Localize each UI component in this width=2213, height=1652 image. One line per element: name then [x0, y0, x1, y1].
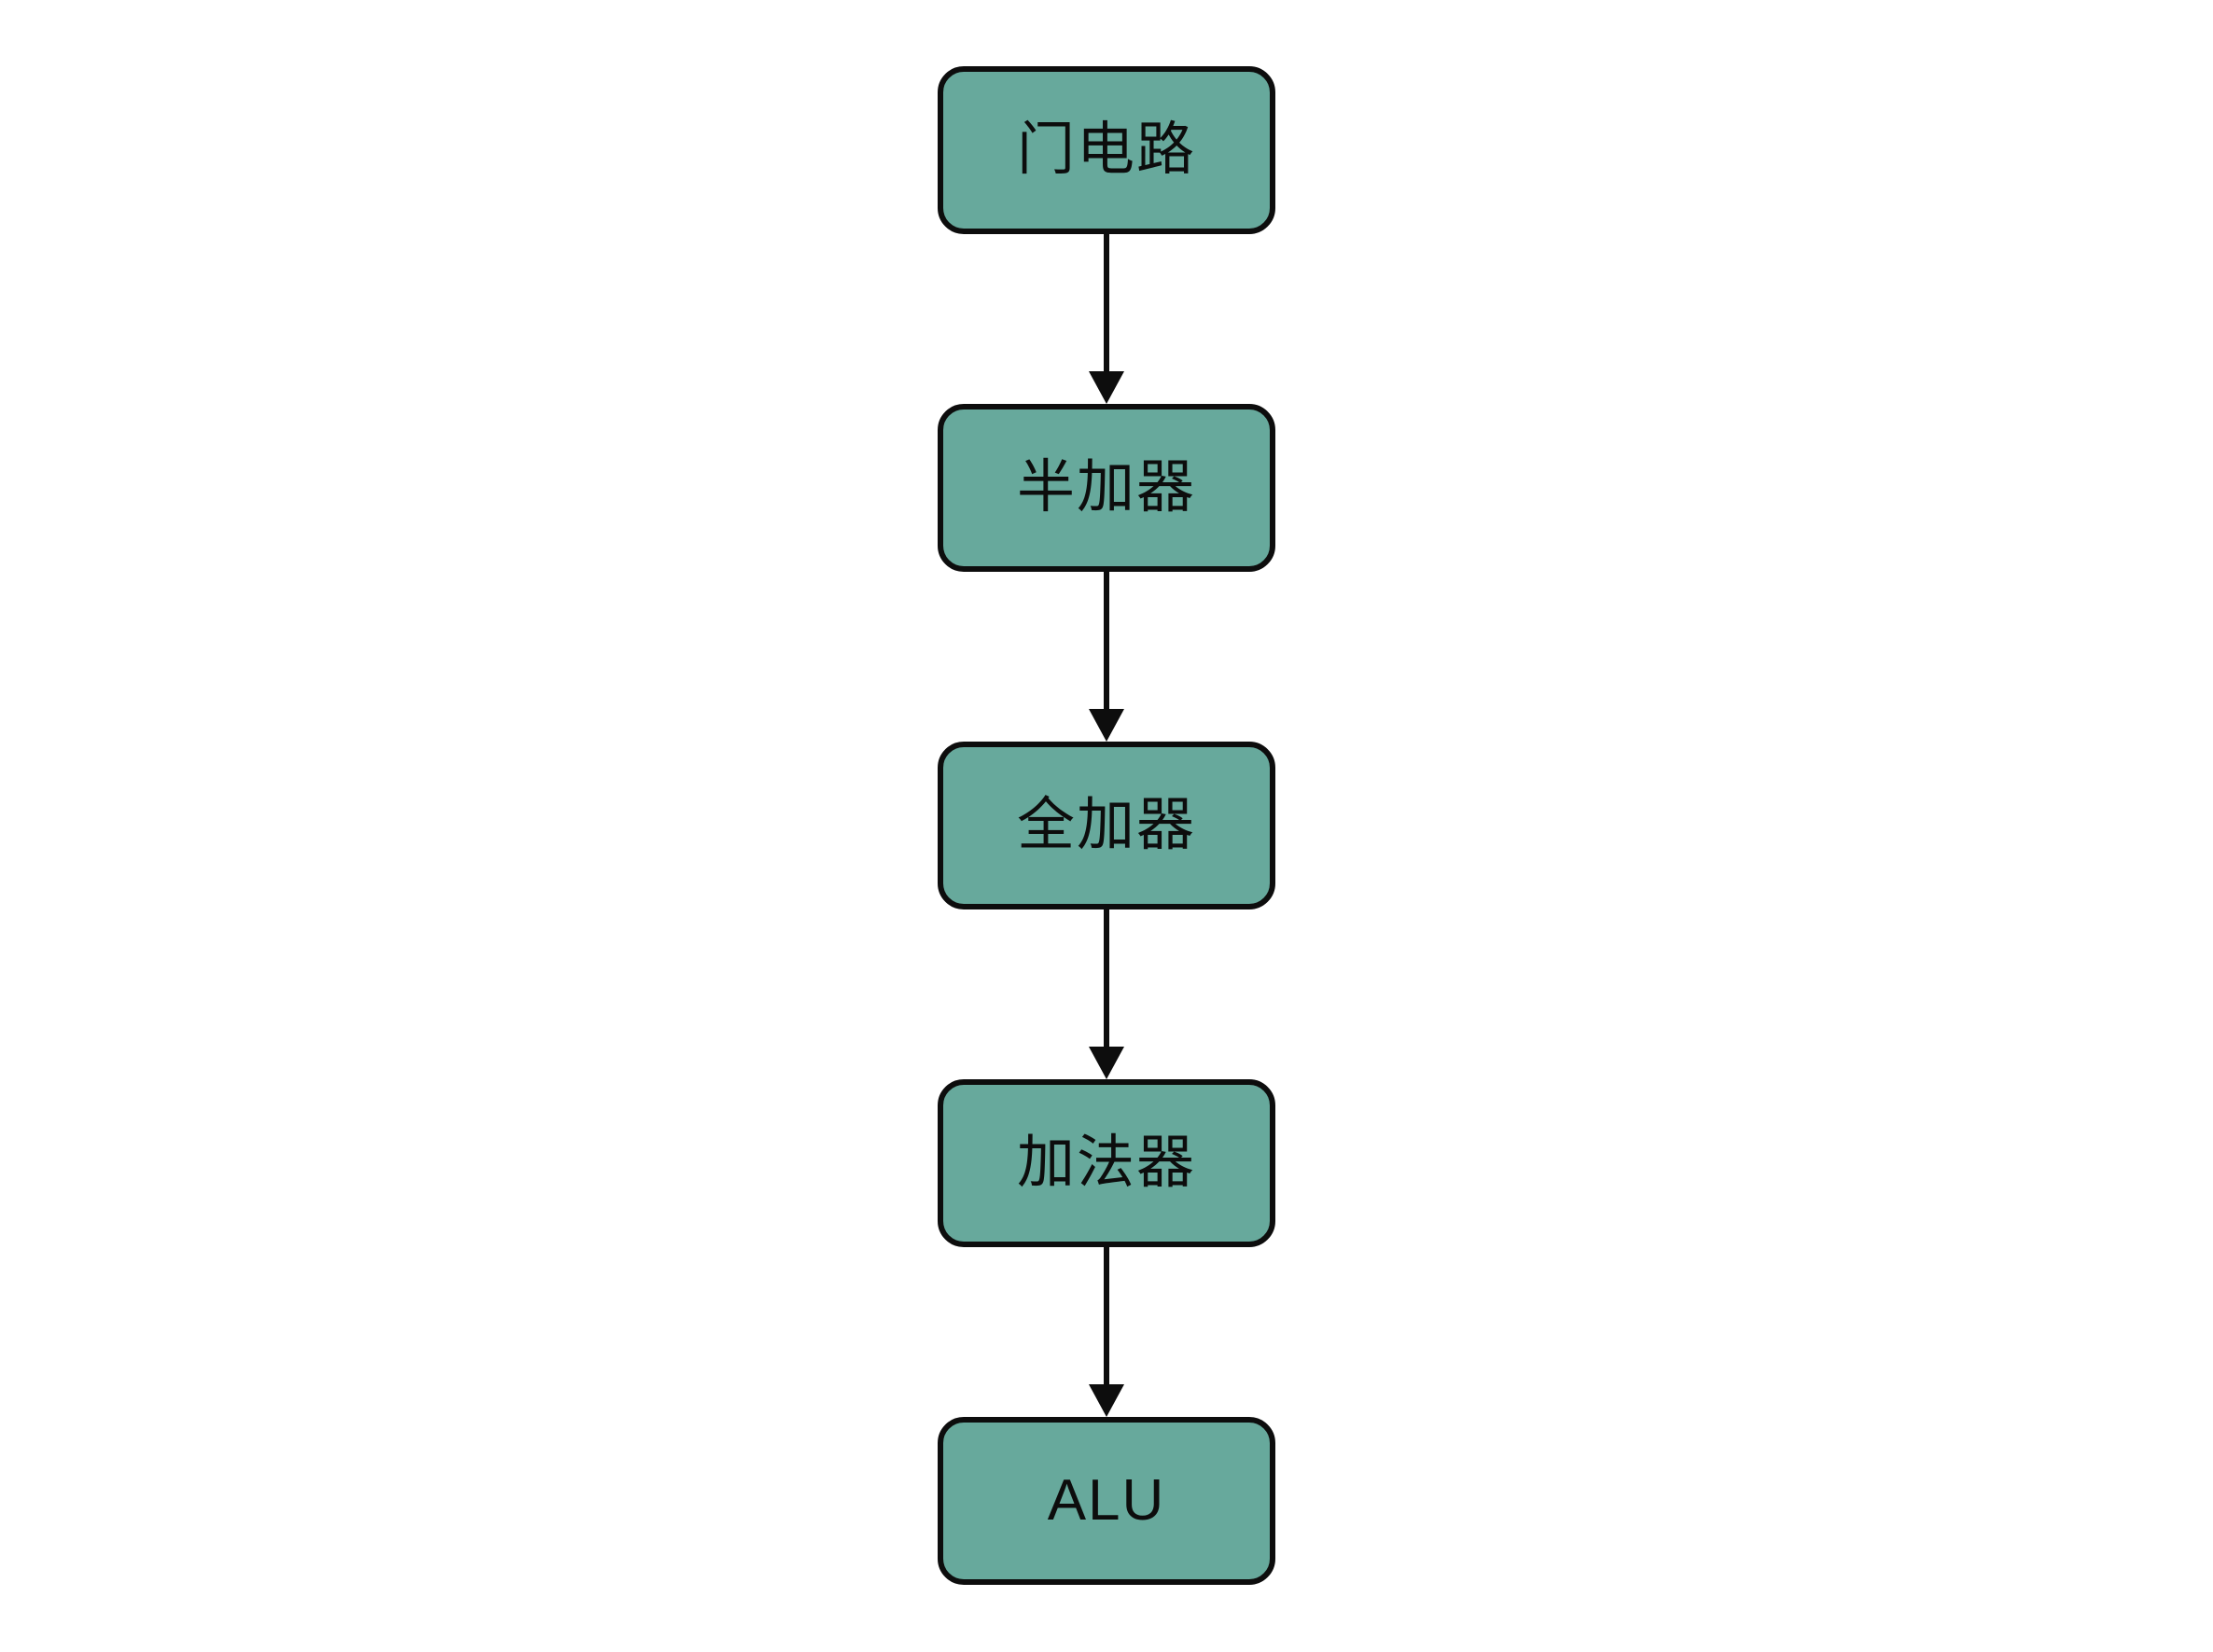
- node-half-adder: 半加器: [938, 404, 1275, 572]
- node-gate-circuit: 门电路: [938, 66, 1275, 234]
- arrow-down-icon: [1089, 1384, 1124, 1417]
- edge-line: [1104, 909, 1109, 1047]
- edge-half-adder-to-full-adder: [1086, 572, 1127, 742]
- node-half-adder-label: 半加器: [1016, 455, 1196, 520]
- edge-line: [1104, 234, 1109, 371]
- node-gate-circuit-label: 门电路: [1016, 118, 1196, 182]
- node-adder-label: 加法器: [1016, 1131, 1196, 1195]
- edge-full-adder-to-adder: [1086, 909, 1127, 1079]
- edge-adder-to-alu: [1086, 1247, 1127, 1417]
- arrow-down-icon: [1089, 709, 1124, 742]
- arrow-down-icon: [1089, 1047, 1124, 1079]
- edge-gate-circuit-to-half-adder: [1086, 234, 1127, 404]
- node-adder: 加法器: [938, 1079, 1275, 1247]
- node-full-adder: 全加器: [938, 742, 1275, 909]
- edge-line: [1104, 572, 1109, 709]
- arrow-down-icon: [1089, 371, 1124, 404]
- node-alu-label: ALU: [1047, 1468, 1166, 1533]
- node-full-adder-label: 全加器: [1016, 793, 1196, 857]
- edge-line: [1104, 1247, 1109, 1384]
- node-alu: ALU: [938, 1417, 1275, 1585]
